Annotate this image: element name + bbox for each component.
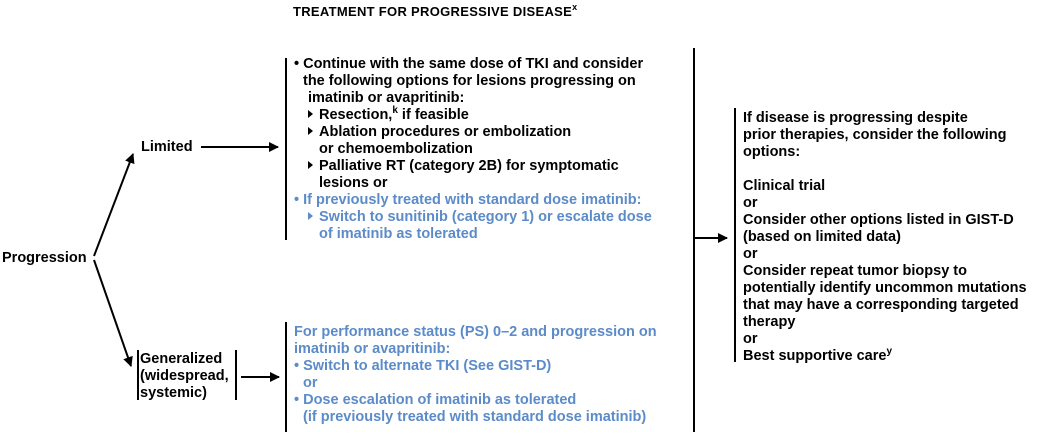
ablation-item: Ablation procedures or embolization xyxy=(294,124,652,141)
arrow-to-limited xyxy=(93,153,135,257)
sunitinib-item: Switch to sunitinib (category 1) or esca… xyxy=(294,209,652,226)
generalized-label: Generalized (widespread, systemic) xyxy=(140,351,229,401)
blue-bullet: • If previously treated with standard do… xyxy=(294,192,642,208)
arrow-to-generalized xyxy=(93,259,133,367)
generalized-options-box: For performance status (PS) 0–2 and prog… xyxy=(294,324,657,425)
page-title: TREATMENT FOR PROGRESSIVE DISEASEx xyxy=(293,1,578,19)
triangle-bullet-icon xyxy=(308,161,313,169)
triangle-bullet-icon xyxy=(308,110,313,118)
palliative-item: Palliative RT (category 2B) for symptoma… xyxy=(294,158,652,175)
triangle-bullet-icon xyxy=(308,212,313,220)
limited-label: Limited xyxy=(141,139,193,155)
triangle-bullet-icon xyxy=(308,127,313,135)
right-options-box: If disease is progressing despite prior … xyxy=(743,110,1027,364)
progression-label: Progression xyxy=(2,250,87,266)
limited-options-box: • Continue with the same dose of TKI and… xyxy=(294,56,652,242)
resection-item: Resection,k if feasible xyxy=(294,106,652,124)
